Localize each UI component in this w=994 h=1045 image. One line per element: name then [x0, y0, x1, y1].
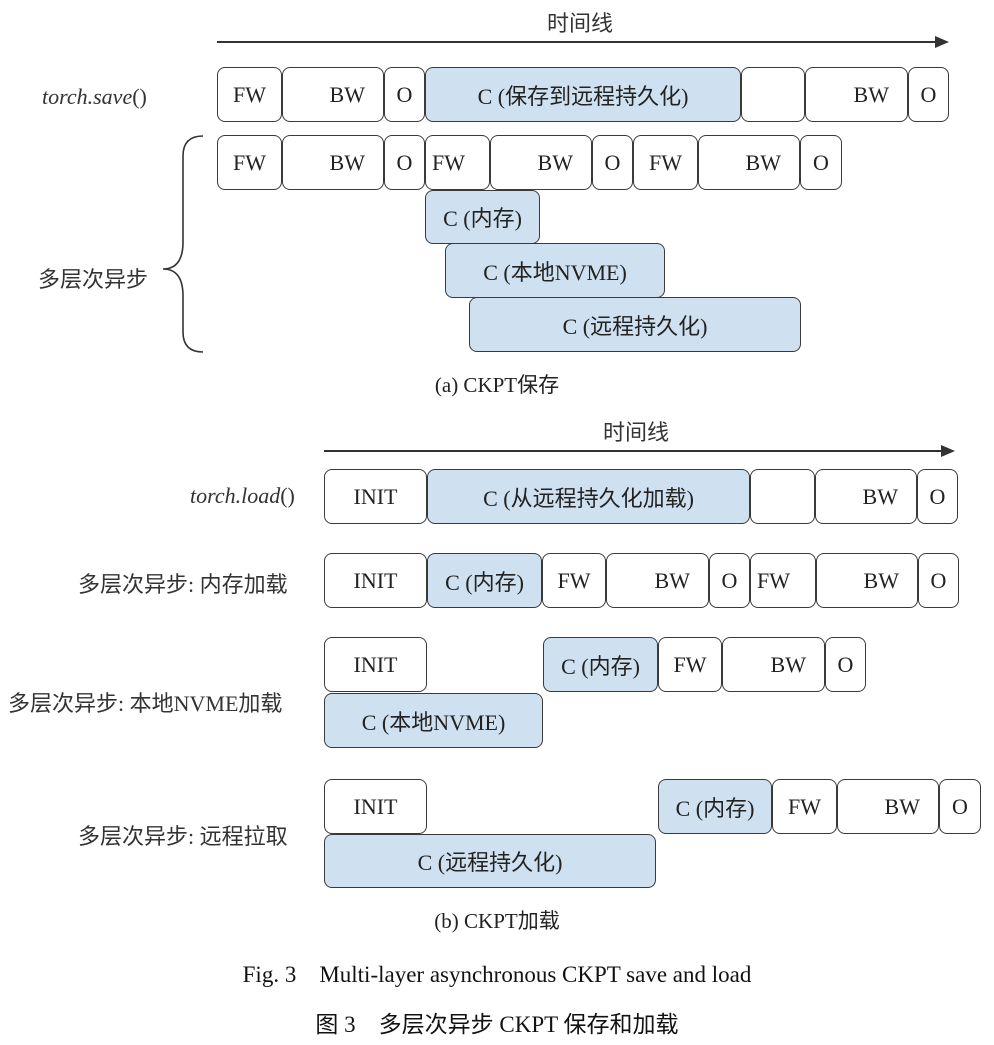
load-row3-checkpoint-nvme: C (本地NVME) [324, 693, 543, 748]
timeline-arrow-load [324, 445, 955, 457]
load-row3-o: O [825, 637, 866, 692]
save-row1-bw2: BW [805, 67, 908, 122]
save-row2-bw3: BW [698, 135, 800, 190]
save-row2-o3: O [800, 135, 842, 190]
save-row1-checkpoint-remote: C (保存到远程持久化) [425, 67, 741, 122]
torch-save-label-fn: torch.save [42, 84, 133, 109]
save-row2-fw2: FW [425, 135, 490, 190]
timeline-arrow-save [217, 36, 949, 48]
load-row2-fw2: FW [750, 553, 816, 608]
load-row2-checkpoint-memory: C (内存) [427, 553, 542, 608]
torch-load-label-parens: () [280, 483, 295, 508]
torch-save-label-parens: () [132, 84, 147, 109]
curly-brace-icon [162, 135, 204, 353]
load-row4-init: INIT [324, 779, 427, 834]
load-row1-fw-empty [750, 469, 815, 524]
save-tier-remote: C (远程持久化) [469, 297, 801, 352]
save-row2-o: O [384, 135, 425, 190]
load-row1-bw: BW [815, 469, 917, 524]
load-row4-bw: BW [837, 779, 939, 834]
timeline-label-save: 时间线 [547, 11, 614, 36]
torch-load-label: torch.load() [190, 483, 295, 509]
save-row2-bw2: BW [490, 135, 592, 190]
timeline-label-load: 时间线 [603, 420, 670, 445]
load-row2-bw: BW [606, 553, 709, 608]
save-row2-bw: BW [282, 135, 384, 190]
load-row4-checkpoint-remote: C (远程持久化) [324, 834, 656, 888]
memory-load-label: 多层次异步: 内存加载 [78, 572, 288, 597]
save-row1-fw: FW [217, 67, 282, 122]
subcaption-load: (b) CKPT加载 [434, 909, 560, 933]
load-row2-bw2: BW [816, 553, 918, 608]
load-row4-checkpoint-memory: C (内存) [658, 779, 772, 834]
load-row1-checkpoint-remote: C (从远程持久化加载) [427, 469, 750, 524]
torch-load-label-fn: torch.load [190, 483, 281, 508]
save-row2-fw3: FW [633, 135, 698, 190]
subcaption-save: (a) CKPT保存 [434, 373, 560, 397]
save-row2-fw: FW [217, 135, 282, 190]
save-row1-bw: BW [282, 67, 384, 122]
load-row1-o: O [917, 469, 958, 524]
save-row1-o2: O [908, 67, 949, 122]
load-row4-fw: FW [772, 779, 837, 834]
remote-pull-label: 多层次异步: 远程拉取 [78, 824, 288, 849]
torch-save-label: torch.save() [42, 84, 147, 110]
load-row2-init: INIT [324, 553, 427, 608]
save-row2-o2: O [592, 135, 633, 190]
load-row4-o: O [939, 779, 981, 834]
load-row1-init: INIT [324, 469, 427, 524]
figure-caption-zh: 图 3 多层次异步 CKPT 保存和加载 [315, 1012, 679, 1037]
load-row2-fw: FW [542, 553, 606, 608]
load-row3-fw: FW [658, 637, 722, 692]
load-row3-bw: BW [722, 637, 825, 692]
save-tier-memory: C (内存) [425, 190, 540, 244]
save-row1-o: O [384, 67, 425, 122]
nvme-load-label: 多层次异步: 本地NVME加载 [8, 691, 283, 716]
multi-layer-async-label: 多层次异步 [38, 267, 149, 292]
save-tier-local-nvme: C (本地NVME) [445, 243, 665, 298]
save-row1-fw-empty [741, 67, 805, 122]
load-row2-o: O [709, 553, 750, 608]
figure-caption-en: Fig. 3 Multi-layer asynchronous CKPT sav… [242, 962, 752, 987]
load-row3-init: INIT [324, 637, 427, 692]
load-row2-o2: O [918, 553, 959, 608]
load-row3-checkpoint-memory: C (内存) [543, 637, 658, 692]
